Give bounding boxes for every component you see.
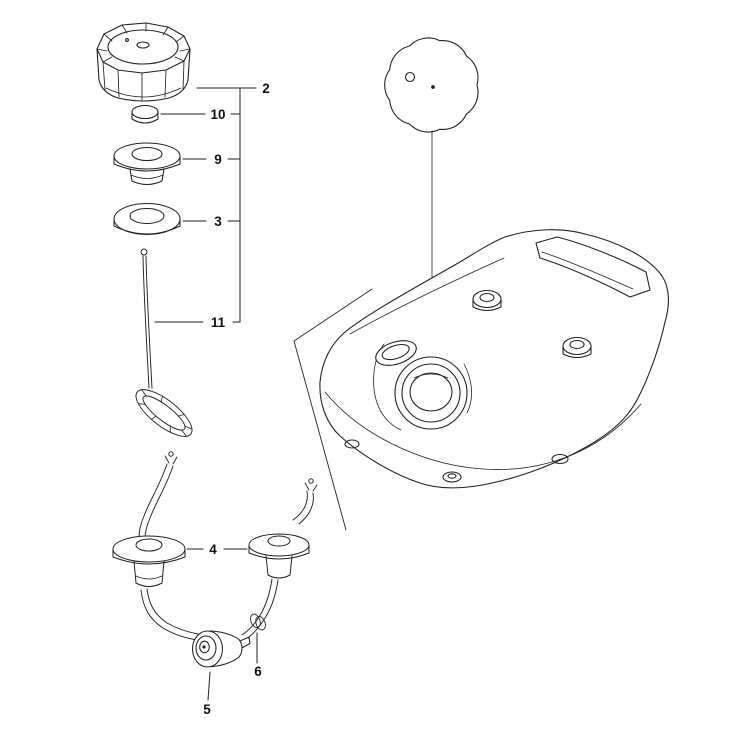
fuel-line-loop-drawing <box>135 248 193 437</box>
tank-mounting-boss <box>562 336 592 359</box>
callout-number-5: 5 <box>203 702 211 717</box>
callout-bracket <box>154 87 257 323</box>
callout-number-3: 3 <box>214 214 222 229</box>
tank-filler-neck <box>394 356 468 430</box>
filler-grommet-drawing <box>113 142 181 186</box>
callout-number-6: 6 <box>254 664 262 679</box>
left-tank-grommet-drawing <box>112 451 199 641</box>
fuel-cap-top-drawing <box>384 37 479 133</box>
tank-vent-hole <box>375 340 417 366</box>
fuel-filter-drawing <box>191 630 251 668</box>
tank-assembly-leader-line <box>293 288 373 531</box>
cap-insert-drawing <box>131 104 159 124</box>
fuel-tank-drawing <box>319 229 669 489</box>
filter-center-dot <box>202 645 206 649</box>
bottom-callout-leaders <box>186 548 258 701</box>
callout-number-2: 2 <box>262 81 270 96</box>
fuel-cap-side-drawing <box>96 22 191 102</box>
tank-handle-recess <box>535 236 651 298</box>
callout-number-4: 4 <box>209 542 217 557</box>
callout-labels: 2 10 9 3 11 4 6 5 <box>203 81 270 717</box>
callout-number-9: 9 <box>214 152 222 167</box>
diagram-drawing <box>96 22 669 701</box>
callout-number-11: 11 <box>211 315 226 330</box>
filler-washer-drawing <box>113 202 181 236</box>
tank-mounting-boss <box>472 289 502 312</box>
cap-center-dot <box>431 85 435 89</box>
hose-clamp-drawing <box>250 613 266 631</box>
callout-number-10: 10 <box>210 107 225 122</box>
